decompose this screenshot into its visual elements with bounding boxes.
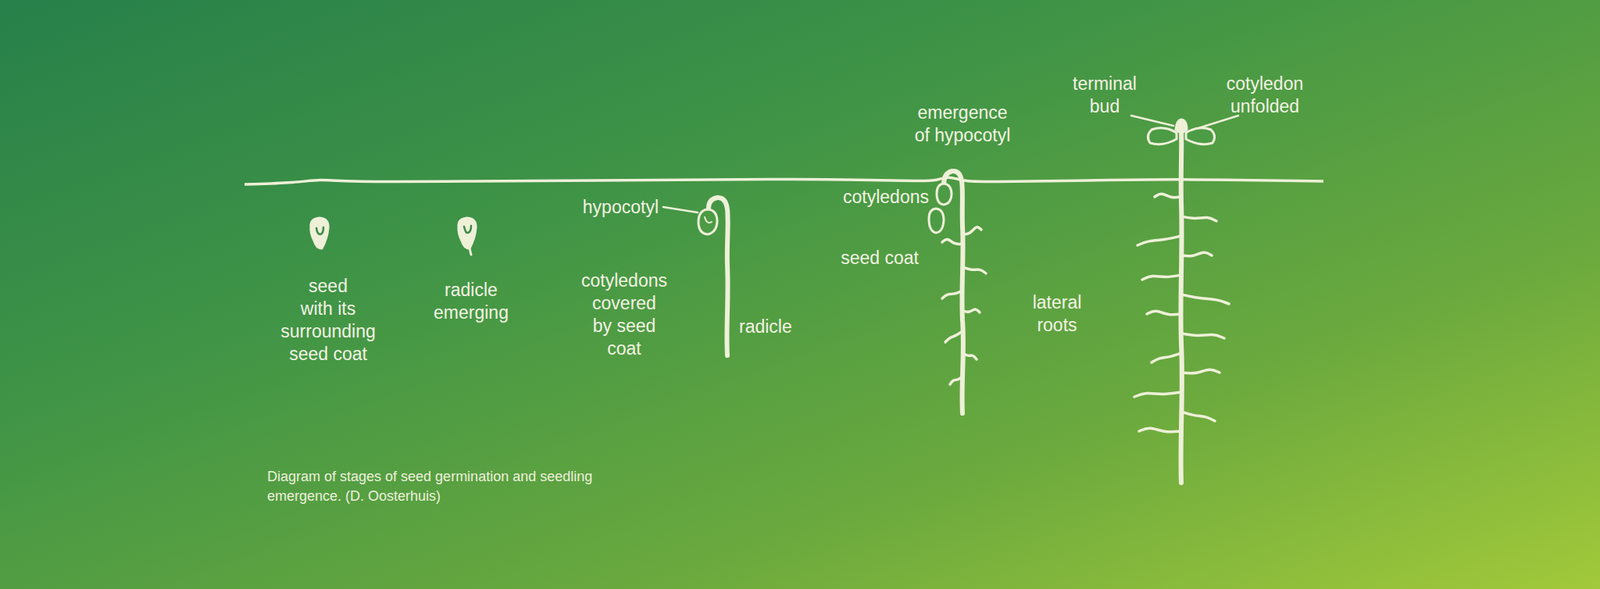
lateral-root xyxy=(1181,369,1220,373)
lateral-root xyxy=(1139,428,1182,432)
part-label: cotyledons xyxy=(842,185,929,209)
lateral-root xyxy=(1154,193,1182,197)
seed-mark xyxy=(704,217,712,223)
soil-surface xyxy=(244,177,1324,185)
lateral-root xyxy=(1142,275,1182,280)
leader-line xyxy=(1198,115,1239,129)
part-label: hypocotyl xyxy=(582,196,659,219)
seed-coat xyxy=(928,208,944,233)
cotyledons-seed-coat xyxy=(698,209,718,235)
part-label: lateral roots xyxy=(1032,291,1083,337)
lateral-root xyxy=(1151,353,1182,363)
lateral-root xyxy=(1137,235,1182,246)
lateral-root xyxy=(1134,392,1182,397)
lateral-root xyxy=(950,376,963,385)
radicle-tip xyxy=(469,248,472,255)
part-label: cotyledons covered by seed coat xyxy=(581,269,668,361)
lateral-root xyxy=(1181,294,1229,304)
lateral-root xyxy=(1181,216,1217,222)
part-label: emergence of hypocotyl xyxy=(914,101,1011,147)
terminal-bud xyxy=(1175,119,1187,133)
lateral-root xyxy=(962,267,986,274)
lateral-root xyxy=(1146,310,1182,315)
seed-mark xyxy=(464,225,472,233)
lateral-root xyxy=(942,239,963,244)
lateral-root xyxy=(1181,411,1215,422)
lateral-root xyxy=(962,227,982,235)
lateral-root xyxy=(962,353,977,360)
figure-caption: Diagram of stages of seed germination an… xyxy=(267,467,593,507)
lateral-root xyxy=(942,290,963,299)
leader-line xyxy=(663,207,698,213)
cotyledon xyxy=(1185,128,1215,145)
lateral-root xyxy=(945,331,963,343)
part-label: seed coat xyxy=(840,246,919,270)
lateral-root xyxy=(1181,333,1225,339)
seed xyxy=(310,217,329,249)
part-label: seed with its surrounding seed coat xyxy=(280,275,375,366)
part-label: radicle xyxy=(739,315,793,339)
part-label: terminal bud xyxy=(1072,72,1137,118)
cotyledons xyxy=(936,183,952,205)
lateral-root xyxy=(1181,252,1212,256)
lateral-root xyxy=(962,309,980,313)
seed xyxy=(458,217,476,249)
part-label: cotyledon unfolded xyxy=(1226,72,1304,118)
seed-mark xyxy=(316,227,324,235)
cotyledon xyxy=(1147,128,1177,145)
leader-line xyxy=(1131,115,1174,126)
part-label: radicle emerging xyxy=(433,278,509,325)
